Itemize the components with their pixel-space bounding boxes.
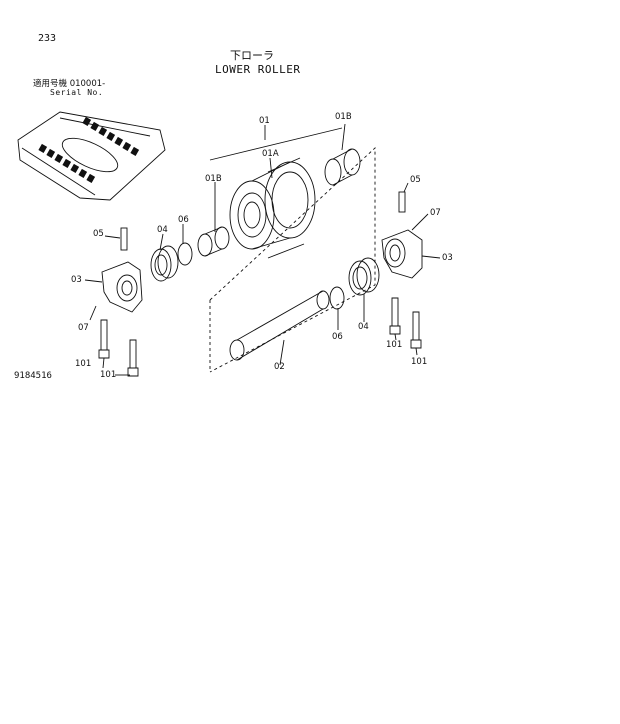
- callout-07-left: 07: [78, 323, 89, 333]
- pin-left: [120, 227, 128, 251]
- o-ring-left: [177, 242, 193, 266]
- callout-01B-left: 01B: [205, 174, 222, 184]
- collar-right: [381, 229, 423, 279]
- callout-01: 01: [259, 116, 270, 126]
- callout-03-right: 03: [442, 253, 453, 263]
- callout-02: 02: [274, 362, 285, 372]
- figure-number: 9184516: [14, 371, 52, 381]
- callout-101-c: 101: [386, 340, 403, 350]
- title-japanese: 下ローラ: [230, 49, 274, 62]
- bushing-top: [324, 148, 361, 186]
- callout-01B-top: 01B: [335, 112, 352, 122]
- page-number: 233: [38, 33, 57, 44]
- callout-05-left: 05: [93, 229, 104, 239]
- leader-lines: [84, 123, 441, 376]
- seal-left: [150, 245, 179, 282]
- bushing-left: [197, 226, 230, 257]
- shaft: [229, 290, 330, 361]
- callout-07-right: 07: [430, 208, 441, 218]
- callout-05-right: 05: [410, 175, 421, 185]
- roller-body: [229, 157, 316, 259]
- pin-right: [398, 191, 406, 213]
- callout-101-a: 101: [75, 359, 92, 369]
- callout-101-b: 101: [100, 370, 117, 380]
- title-english: LOWER ROLLER: [215, 63, 301, 76]
- assembly-outline: [209, 146, 376, 373]
- callout-06-right: 06: [332, 332, 343, 342]
- callout-06-left: 06: [178, 215, 189, 225]
- serial-applicability: 適用号機 010001-: [33, 79, 106, 89]
- serial-label: Serial No.: [50, 88, 104, 97]
- callout-04-left: 04: [157, 225, 168, 235]
- callout-03-left: 03: [71, 275, 82, 285]
- crawler-thumbnail-icon: [17, 111, 166, 201]
- bolt-group: [98, 297, 422, 377]
- callout-101-d: 101: [411, 357, 428, 367]
- seal-right: [348, 257, 380, 296]
- callout-04-right: 04: [358, 322, 369, 332]
- o-ring-right: [329, 286, 345, 310]
- callout-01A: 01A: [262, 149, 279, 159]
- collar-left: [101, 261, 143, 313]
